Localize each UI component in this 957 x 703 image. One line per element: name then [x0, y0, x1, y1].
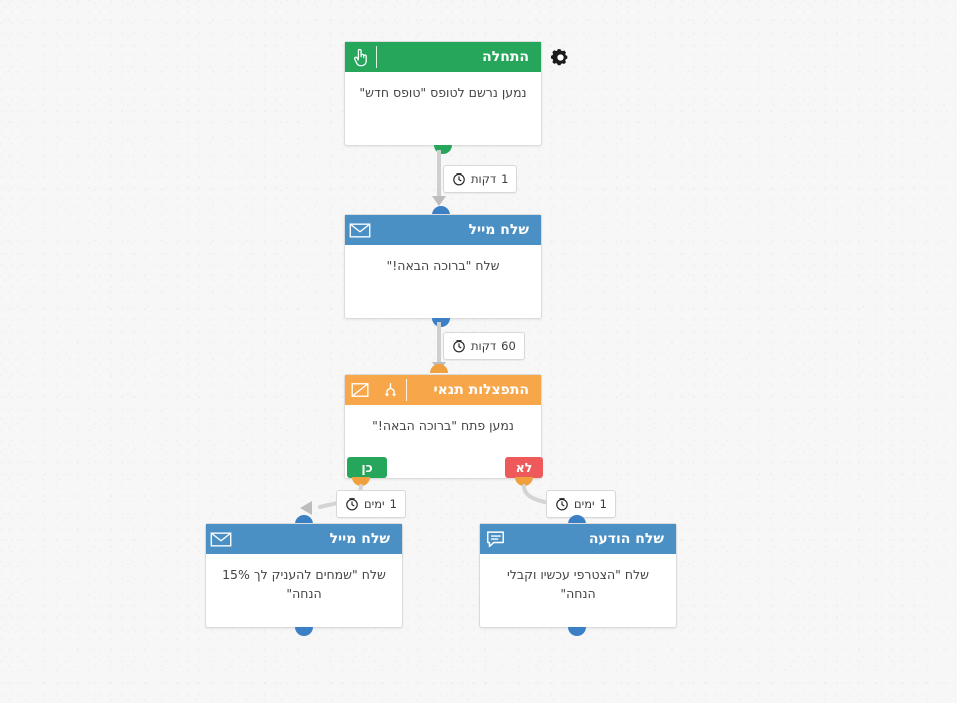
node-send-email-2-title: שלח מייל	[329, 531, 390, 547]
node-start-body: נמען נרשם לטופס "טופס חדש"	[359, 85, 527, 100]
delay-value-2: 60	[501, 339, 516, 353]
port-condition-no-out[interactable]	[515, 477, 533, 486]
connector-start-to-email1	[437, 150, 441, 202]
node-send-message-body: שלח "הצטרפי עכשיו וקבלי הנחה"	[506, 567, 650, 601]
branch-yes-button[interactable]: כן	[347, 457, 387, 478]
node-send-message-title: שלח הודעה	[588, 531, 664, 547]
clock-icon	[452, 339, 466, 353]
header-divider	[376, 46, 377, 68]
branch-fork-icon[interactable]	[375, 375, 405, 405]
port-sms-in[interactable]	[568, 515, 586, 524]
port-email2-in[interactable]	[295, 515, 313, 524]
delay-pill-2[interactable]: דקות 60	[443, 332, 525, 360]
delay-pill-4[interactable]: ימים 1	[546, 490, 616, 518]
node-send-message[interactable]: שלח הודעה שלח "הצטרפי עכשיו וקבלי הנחה"	[479, 523, 677, 628]
header-divider	[406, 379, 407, 401]
envelope-open-icon[interactable]	[345, 375, 375, 405]
node-send-email-1[interactable]: שלח מייל שלח "ברוכה הבאה!"	[344, 214, 542, 319]
pointing-hand-icon[interactable]	[345, 42, 375, 72]
node-start-header[interactable]: התחלה	[345, 42, 541, 72]
node-conditional-branch[interactable]: התפצלות תנאי נמען פתח	[344, 374, 543, 479]
clock-icon	[555, 497, 569, 511]
port-email2-out[interactable]	[295, 627, 313, 636]
node-send-email-1-body: שלח "ברוכה הבאה!"	[386, 258, 500, 273]
clock-icon	[452, 172, 466, 186]
node-conditional-branch-title: התפצלות תנאי	[433, 382, 529, 398]
node-send-email-1-header-icons	[345, 215, 375, 245]
node-conditional-branch-header[interactable]: התפצלות תנאי	[345, 375, 541, 405]
node-send-email-2-header[interactable]: שלח מייל	[206, 524, 402, 554]
node-send-message-header-icons	[480, 524, 510, 554]
delay-value-1: 1	[501, 172, 509, 186]
node-conditional-branch-body: נמען פתח "ברוכה הבאה!"	[372, 418, 514, 433]
node-send-message-header[interactable]: שלח הודעה	[480, 524, 676, 554]
node-send-email-1-title: שלח מייל	[468, 222, 529, 238]
delay-value-4: 1	[599, 497, 607, 511]
delay-pill-1[interactable]: דקות 1	[443, 165, 518, 193]
port-condition-yes-out[interactable]	[352, 477, 370, 486]
node-start-title: התחלה	[482, 49, 529, 65]
node-start-header-icons	[345, 42, 378, 72]
connector-email1-to-condition	[437, 322, 441, 372]
port-email1-in[interactable]	[432, 206, 450, 215]
branch-no-button[interactable]: לא	[505, 457, 543, 478]
node-conditional-branch-header-icons	[345, 375, 408, 405]
delay-value-3: 1	[389, 497, 397, 511]
port-sms-out[interactable]	[568, 627, 586, 636]
node-send-email-2-header-icons	[206, 524, 236, 554]
delay-unit-1: דקות	[471, 172, 497, 186]
clock-icon	[345, 497, 359, 511]
connector-arrow	[432, 196, 446, 206]
port-email1-out[interactable]	[432, 318, 450, 327]
delay-pill-3[interactable]: ימים 1	[336, 490, 406, 518]
envelope-icon[interactable]	[345, 215, 375, 245]
delay-unit-3: ימים	[364, 497, 385, 511]
speech-bubble-icon[interactable]	[480, 524, 510, 554]
node-send-email-2[interactable]: שלח מייל שלח "שמחים להעניק לך 15% הנחה"	[205, 523, 403, 628]
envelope-icon[interactable]	[206, 524, 236, 554]
node-send-email-2-body: שלח "שמחים להעניק לך 15% הנחה"	[222, 567, 386, 601]
port-start-out[interactable]	[434, 145, 452, 154]
node-send-email-1-header[interactable]: שלח מייל	[345, 215, 541, 245]
node-start[interactable]: התחלה נמען נרשם לטופס "טופס חדש"	[344, 41, 542, 146]
delay-unit-4: ימים	[574, 497, 595, 511]
delay-unit-2: דקות	[471, 339, 497, 353]
port-condition-in[interactable]	[430, 364, 448, 373]
gear-icon	[550, 48, 567, 65]
node-settings-gear-button[interactable]	[549, 46, 571, 68]
